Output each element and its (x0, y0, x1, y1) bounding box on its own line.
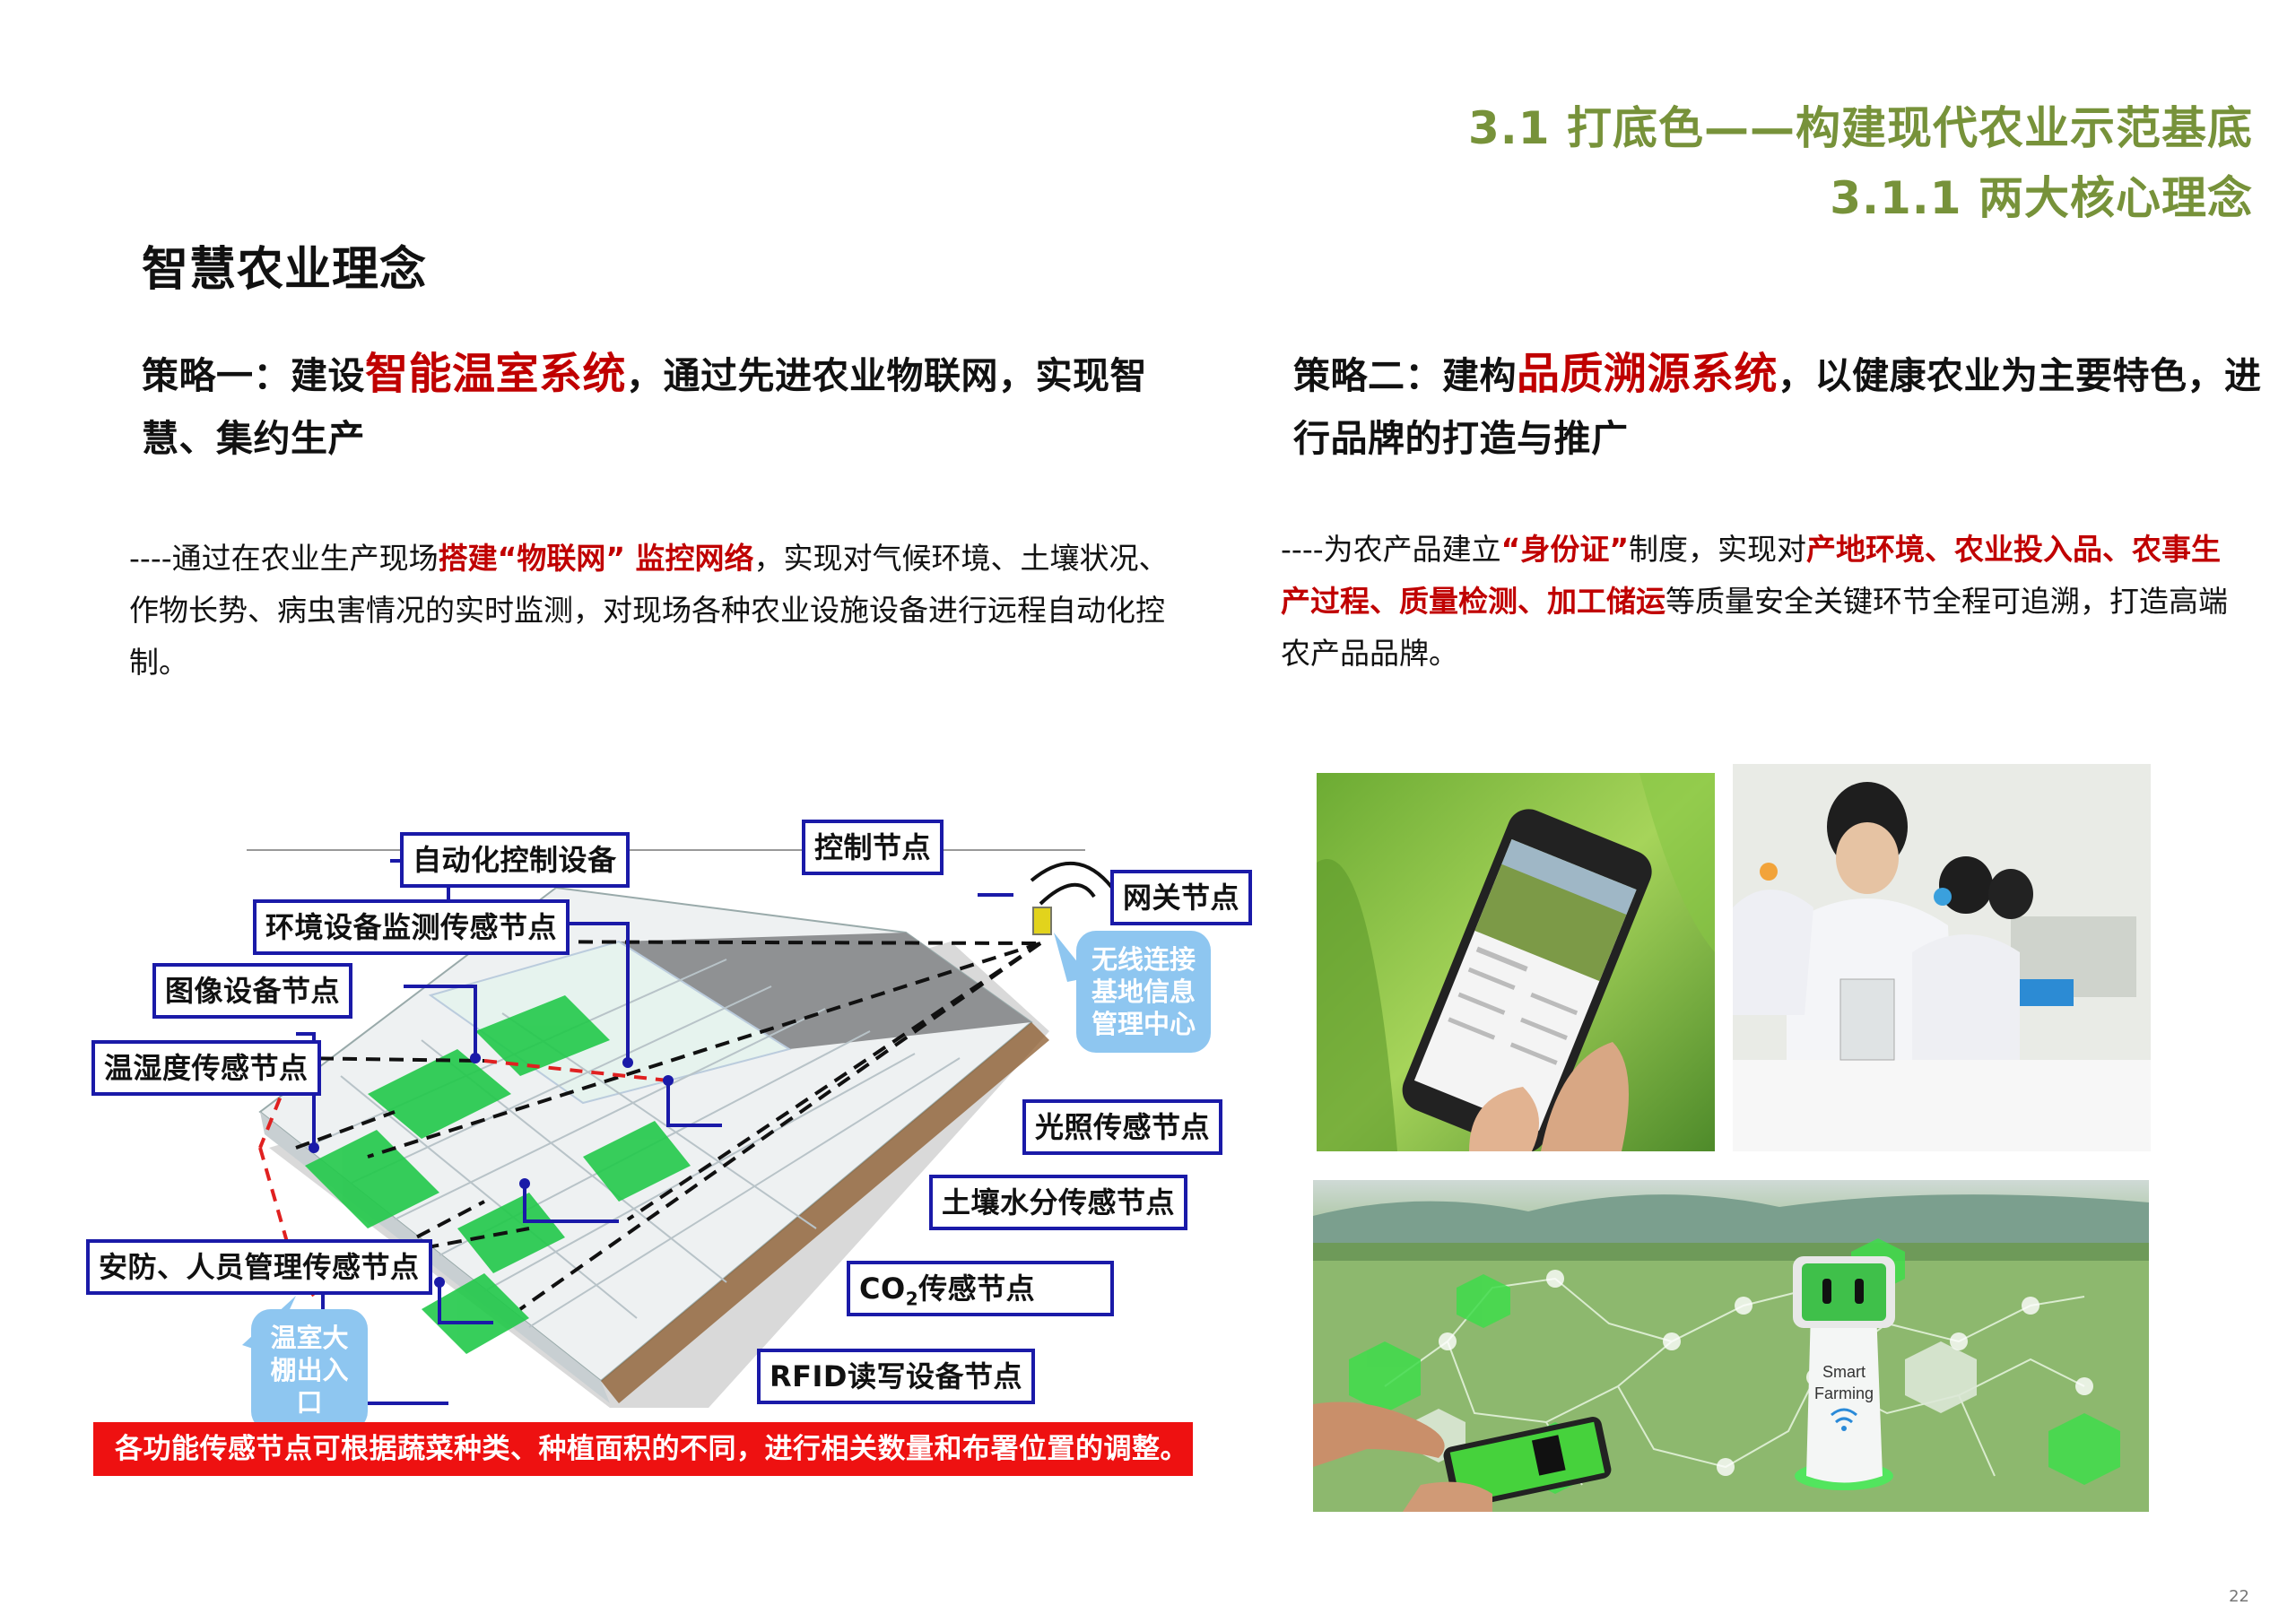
strategy-one-description: ----通过在农业生产现场搭建“物联网” 监控网络，实现对气候环境、土壤状况、作… (129, 533, 1170, 689)
robot-caption: Smart (1822, 1363, 1866, 1381)
desc-highlight: “身份证” (1500, 532, 1630, 567)
strategy-two-description: ----为农产品建立“身份证”制度，实现对产地环境、农业投入品、农事生产过程、质… (1281, 524, 2249, 680)
strategy-one-highlight: 智能温室系统 (365, 349, 627, 399)
subsection-title: 3.1.1 两大核心理念 (1830, 172, 2253, 224)
greenhouse-illustration (242, 849, 1114, 1408)
co2-subscript: 2 (905, 1288, 919, 1310)
label-light-sensor-node: 光照传感节点 (1022, 1099, 1223, 1155)
label-rfid-node: RFID读写设备节点 (757, 1349, 1035, 1404)
page-number: 22 (2229, 1587, 2249, 1606)
svg-text:Farming: Farming (1814, 1384, 1874, 1402)
bubble-greenhouse-entrance: 温室大棚出入口 (251, 1309, 368, 1431)
strategy-two-suffix: ，以健康农业为主要特色，进行品牌的打造与推广 (1293, 354, 2262, 460)
strategy-one-heading: 策略一：建设智能温室系统，通过先进农业物联网，实现智慧、集约生产 (142, 343, 1200, 470)
strategy-one-suffix: ，通过先进农业物联网，实现智慧、集约生产 (142, 354, 1148, 460)
diagram-footnote: 各功能传感节点可根据蔬菜种类、种植面积的不同，进行相关数量和布署位置的调整。 (93, 1422, 1193, 1476)
desc-highlight: 产地环境、农业投入品、农事生产过程、质量检测、加工储运 (1281, 532, 2222, 619)
greenhouse-iot-diagram: 自动化控制设备 控制节点 网关节点 环境设备监测传感节点 图像设备节点 温湿度传… (81, 807, 1265, 1506)
label-control-node: 控制节点 (802, 820, 944, 875)
desc-text: ，实现对气候环境、土壤状况、作物长势、病虫害情况的实时监测，对现场各种农业设施设… (129, 541, 1169, 680)
section-title: 3.1 打底色——构建现代农业示范基底 (1468, 102, 2253, 154)
desc-text: ----通过在农业生产现场 (129, 541, 439, 576)
co2-text: CO (859, 1271, 906, 1306)
smart-farming-photo: Smart Farming (1313, 1180, 2149, 1512)
strategy-two-prefix: 策略二：建构 (1293, 354, 1517, 397)
strategy-two-highlight: 品质溯源系统 (1517, 349, 1779, 399)
label-automation-equipment: 自动化控制设备 (400, 832, 630, 888)
strategy-two-heading: 策略二：建构品质溯源系统，以健康农业为主要特色，进行品牌的打造与推广 (1293, 343, 2262, 470)
desc-highlight: 搭建“物联网” 监控网络 (438, 541, 754, 576)
label-gateway-node: 网关节点 (1110, 870, 1253, 925)
label-temp-humidity-node: 温湿度传感节点 (91, 1040, 321, 1096)
phone-app-photo (1317, 773, 1715, 1151)
label-env-monitor-node: 环境设备监测传感节点 (253, 899, 570, 955)
co2-suffix-text: 传感节点 (918, 1271, 1036, 1306)
laboratory-photo (1733, 764, 2151, 1151)
label-security-node: 安防、人员管理传感节点 (86, 1239, 432, 1295)
bubble-wireless-center: 无线连接基地信息管理中心 (1076, 931, 1211, 1053)
page-title: 智慧农业理念 (142, 243, 428, 297)
desc-text: ----为农产品建立 (1281, 532, 1501, 567)
strategy-one-prefix: 策略一：建设 (142, 354, 365, 397)
label-image-node: 图像设备节点 (152, 963, 353, 1019)
desc-text: 制度，实现对 (1629, 532, 1807, 567)
desc-text: 等质量安全关键环节全程可追溯，打造高端农产品品牌。 (1281, 584, 2228, 671)
label-soil-moisture-node: 土壤水分传感节点 (929, 1175, 1187, 1230)
label-co2-node: CO2传感节点 (847, 1261, 1114, 1316)
